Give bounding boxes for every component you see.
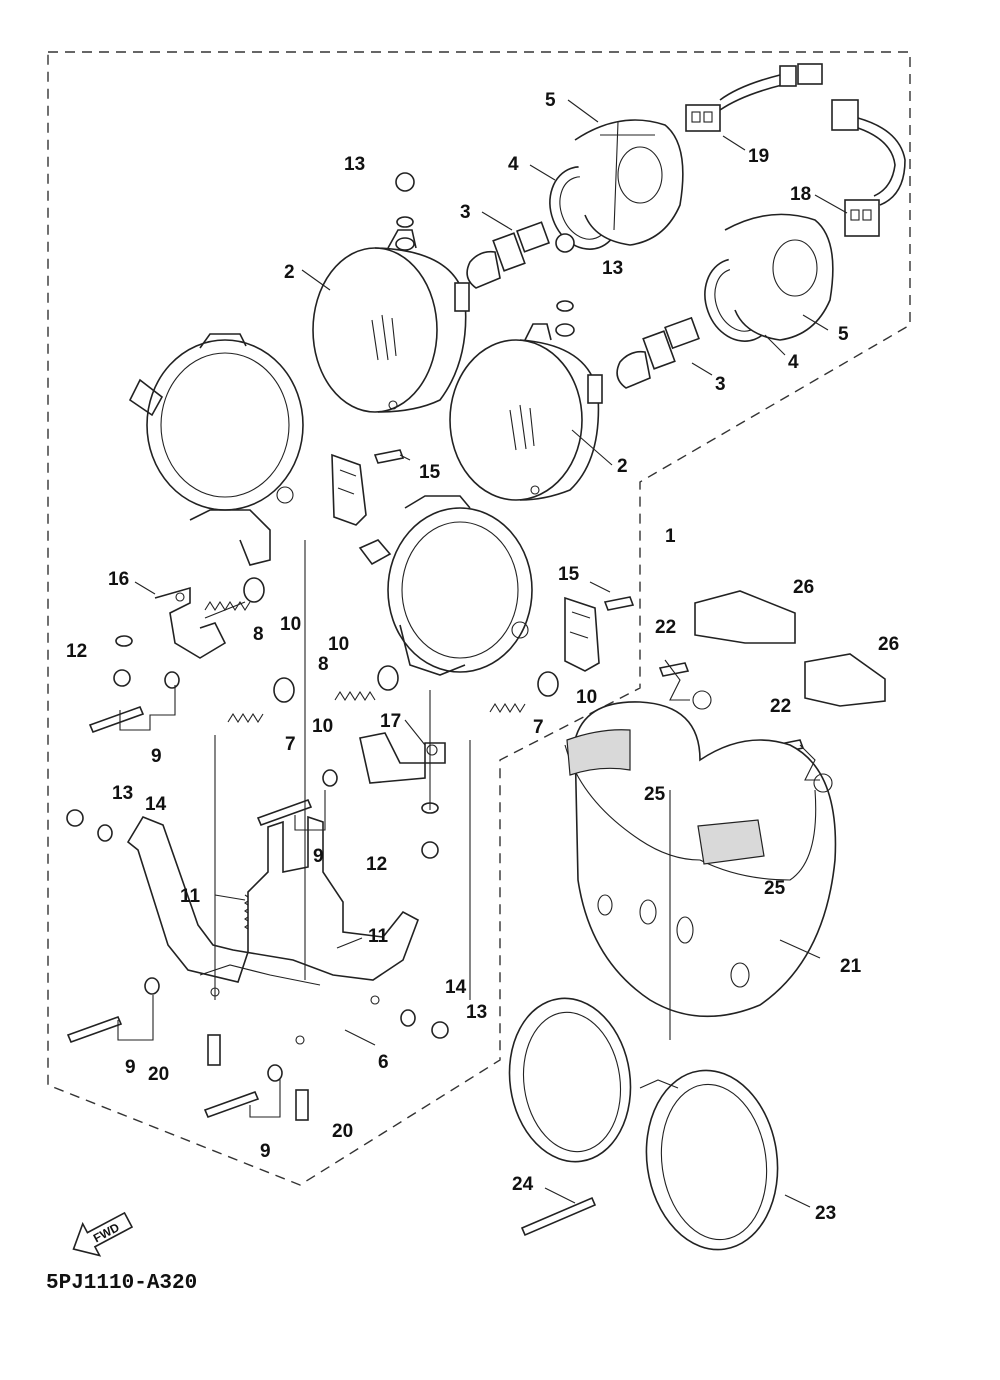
callout-label: 22 — [770, 696, 791, 717]
bracket-plate-left — [331, 453, 367, 526]
callout-label: 13 — [344, 154, 365, 175]
callout-label: 10 — [576, 687, 597, 708]
callout-label: 26 — [793, 577, 814, 598]
wire-lead-18 — [831, 99, 906, 237]
callout-label: 20 — [148, 1064, 169, 1085]
headlight-unit-lower — [449, 323, 603, 501]
callout-label: 10 — [280, 614, 301, 635]
callout-label: 5 — [545, 90, 556, 111]
callout-label: 16 — [108, 569, 129, 590]
callout-labels: 1 2 2 3 3 4 4 5 5 6 7 7 8 8 9 9 9 9 10 1… — [66, 90, 899, 1224]
callout-label: 7 — [533, 717, 544, 738]
fwd-arrow: FWD — [72, 1211, 134, 1257]
bulb-lower — [616, 316, 700, 389]
callout-label: 13 — [466, 1002, 487, 1023]
callout-label: 8 — [318, 654, 329, 675]
callout-label: 9 — [313, 846, 324, 867]
pads — [566, 590, 886, 865]
bracket-16 — [154, 586, 227, 659]
callout-label: 19 — [748, 146, 769, 167]
callout-label: 10 — [312, 716, 333, 737]
bracket-plate-right — [564, 596, 600, 672]
callout-label: 9 — [260, 1141, 271, 1162]
callout-label: 2 — [284, 262, 295, 283]
screws — [66, 172, 805, 1237]
callout-label: 21 — [840, 956, 862, 977]
callout-label: 20 — [332, 1121, 353, 1142]
callout-label: 11 — [180, 886, 201, 907]
bulb-cover-upper — [574, 119, 684, 246]
callout-label: 11 — [368, 926, 389, 947]
callout-label: 3 — [460, 202, 471, 223]
callout-label: 17 — [380, 711, 401, 732]
callout-label: 9 — [125, 1057, 136, 1078]
callout-label: 18 — [790, 184, 811, 205]
callout-label: 15 — [558, 564, 580, 585]
callout-label: 10 — [328, 634, 349, 655]
callout-label: 22 — [655, 617, 676, 638]
headlight-rim-left — [128, 333, 304, 566]
leader-lines — [117, 99, 848, 1208]
twin-rim — [508, 997, 779, 1251]
callout-label: 23 — [815, 1203, 836, 1224]
callout-label: 4 — [508, 154, 519, 175]
callout-label: 14 — [445, 977, 467, 998]
callout-label: 7 — [285, 734, 296, 755]
callout-label: 13 — [602, 258, 623, 279]
bulb-cover-lower — [724, 213, 834, 341]
headlight-unit-upper — [312, 229, 470, 413]
assembly-boundary — [47, 51, 911, 1186]
callout-label: 3 — [715, 374, 726, 395]
callout-label: 12 — [66, 641, 87, 662]
callout-label: 8 — [253, 624, 264, 645]
grommets — [243, 577, 559, 703]
callout-label: 26 — [878, 634, 899, 655]
callout-label: 15 — [419, 462, 441, 483]
callout-label: 13 — [112, 783, 133, 804]
callout-label: 9 — [151, 746, 162, 767]
callout-label: 5 — [838, 324, 849, 345]
callout-label: 6 — [378, 1052, 389, 1073]
washers — [97, 216, 575, 1082]
callout-label: 25 — [764, 878, 786, 899]
callout-label: 2 — [617, 456, 628, 477]
callout-label: 14 — [145, 794, 167, 815]
wire-lead-19 — [685, 63, 823, 132]
callout-label: 12 — [366, 854, 387, 875]
bracket-17 — [359, 732, 446, 784]
callout-label: 1 — [665, 526, 676, 547]
bulb-upper — [466, 221, 551, 289]
callout-label: 25 — [644, 784, 666, 805]
callout-label: 4 — [788, 352, 799, 373]
callout-label: 24 — [512, 1174, 534, 1195]
drawing-code: 5PJ1110-A320 — [46, 1272, 197, 1295]
headlight-rim-center — [358, 495, 533, 676]
